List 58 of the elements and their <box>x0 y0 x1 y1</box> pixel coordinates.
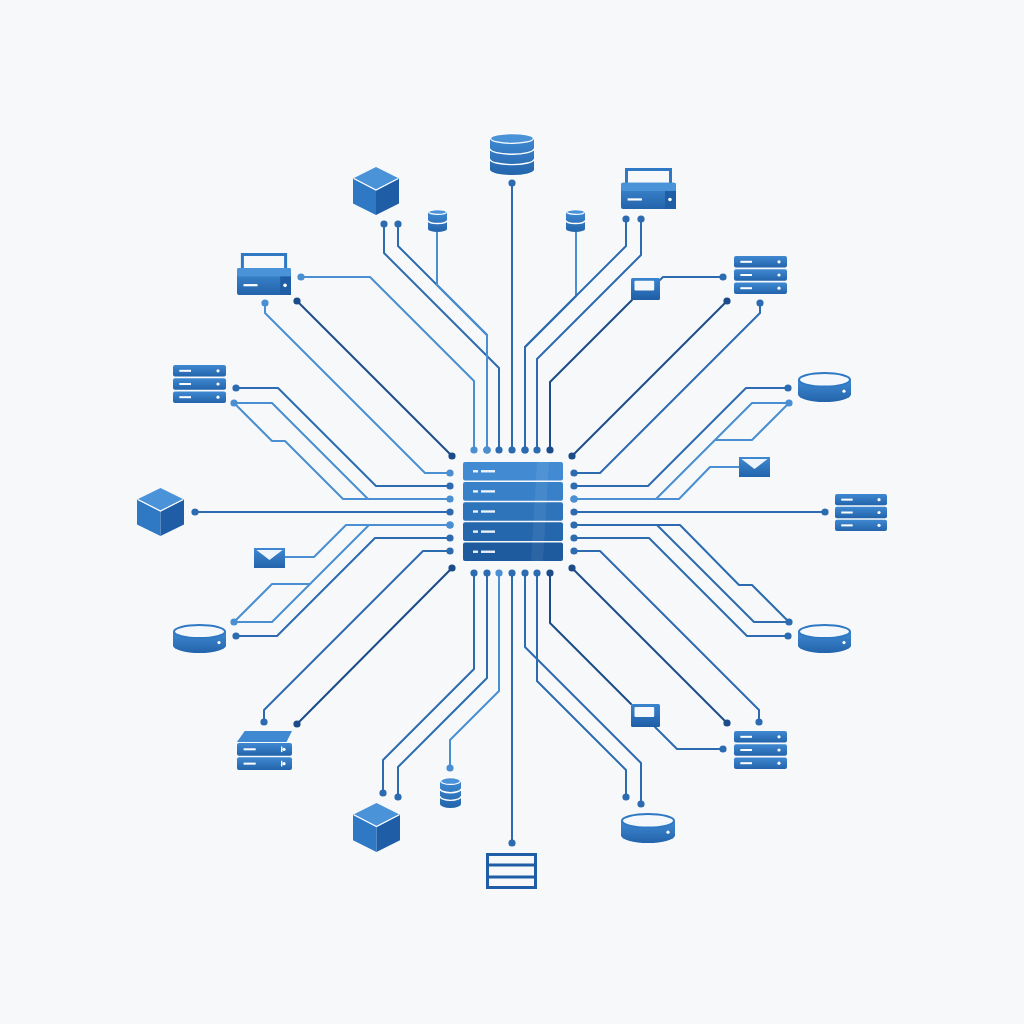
connector-line <box>546 299 633 454</box>
connector-line <box>508 179 516 454</box>
server-icon <box>734 731 787 769</box>
connector-line <box>232 384 454 490</box>
envelope-icon <box>739 457 770 477</box>
database-icon <box>490 133 534 175</box>
cube-icon <box>353 803 400 852</box>
server-icon <box>734 256 787 294</box>
connector-line <box>436 231 491 454</box>
connector-line <box>570 521 793 626</box>
database-icon <box>440 777 461 808</box>
disk-icon <box>173 624 226 653</box>
connector-line <box>568 297 731 460</box>
monitor-icon <box>631 278 660 300</box>
connector-line <box>232 534 454 640</box>
printer-icon <box>621 168 676 209</box>
server-rack-icon <box>463 462 563 561</box>
connector-line <box>379 569 478 797</box>
disk-icon <box>798 624 851 653</box>
connector-line <box>533 215 645 454</box>
cube-icon <box>137 488 184 536</box>
connector-line <box>284 521 454 558</box>
connector-line <box>191 508 454 516</box>
connector-line <box>293 297 456 460</box>
connector-line <box>570 534 792 640</box>
list-icon <box>486 853 537 889</box>
server-icon <box>237 731 292 770</box>
connector-line <box>533 569 630 801</box>
connector-line <box>568 564 731 727</box>
database-icon <box>566 209 585 232</box>
connector-line <box>570 466 740 503</box>
disk-icon <box>798 372 851 402</box>
envelope-icon <box>254 548 285 568</box>
connector-line <box>659 273 727 281</box>
server-icon <box>173 365 226 403</box>
connector-line <box>446 569 503 772</box>
connector-line <box>297 273 478 454</box>
connector-line <box>546 569 632 705</box>
printer-icon <box>237 253 291 295</box>
disk-icon <box>621 813 675 843</box>
connector-line <box>570 547 763 726</box>
server-icon <box>835 494 887 531</box>
connector-line <box>521 569 645 808</box>
monitor-icon <box>631 704 660 727</box>
connector-line <box>570 508 829 516</box>
database-icon <box>428 209 447 232</box>
connector-line <box>394 569 491 801</box>
connector-line <box>570 384 792 490</box>
connector-line <box>230 399 454 503</box>
cube-icon <box>353 167 399 215</box>
connector-line <box>380 220 503 454</box>
connector-line <box>654 726 727 753</box>
connector-line <box>261 299 454 477</box>
connector-line <box>508 569 516 847</box>
connector-line <box>293 564 456 728</box>
connector-line <box>521 215 630 454</box>
connector-line <box>260 547 454 726</box>
connector-line <box>570 299 764 477</box>
